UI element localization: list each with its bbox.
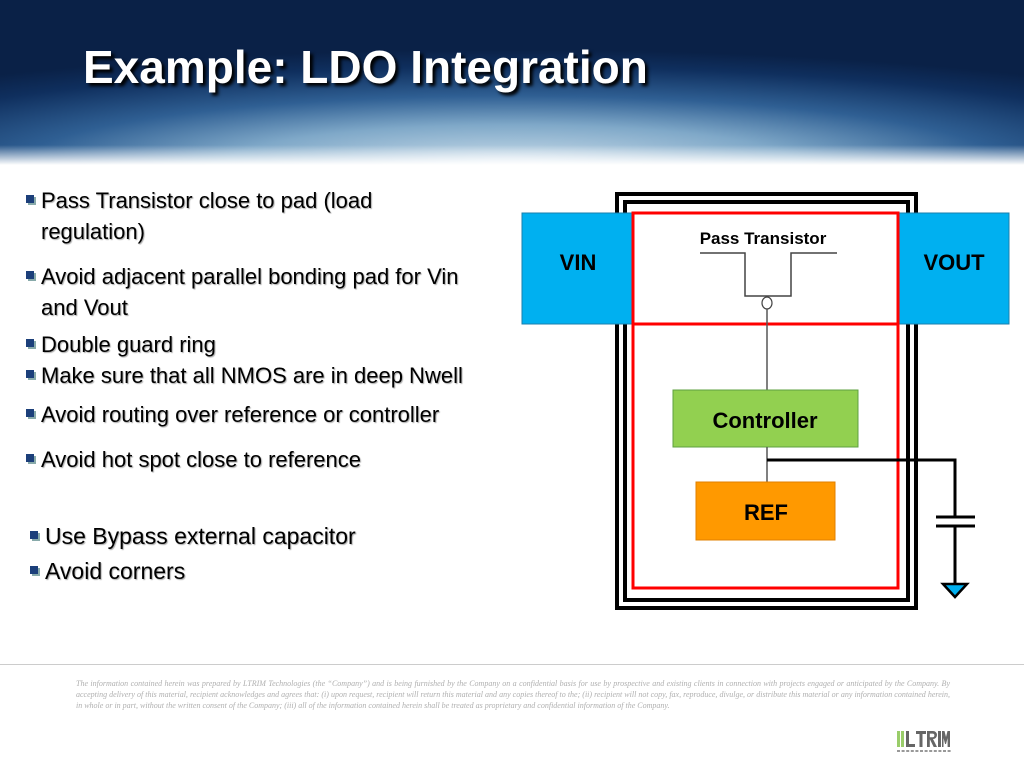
ref-label: REF	[744, 500, 788, 525]
vin-pad	[521, 212, 634, 325]
bullet-item: Avoid hot spot close to reference	[26, 444, 516, 475]
pass-transistor-label: Pass Transistor	[700, 229, 827, 248]
slide-title: Example: LDO Integration	[83, 41, 648, 93]
bullet-item: Avoid adjacent parallel bonding pad for …	[26, 261, 476, 323]
vin-label: VIN	[560, 250, 597, 275]
ground-icon	[940, 582, 970, 599]
bullet-square-icon	[30, 566, 38, 574]
bullet-item: Avoid corners	[30, 556, 516, 587]
outer-guard-ring	[615, 192, 918, 610]
bullet-square-icon	[26, 271, 34, 279]
bullet-square-icon	[26, 370, 34, 378]
transistor-symbol	[700, 252, 837, 297]
ref-block	[695, 481, 836, 541]
footer-divider	[0, 664, 1024, 665]
controller-label: Controller	[712, 408, 818, 433]
bullet-item: Make sure that all NMOS are in deep Nwel…	[26, 360, 476, 391]
core-region	[631, 211, 900, 590]
bullet-list: Pass Transistor close to pad (load regul…	[26, 185, 516, 587]
bullet-item: Use Bypass external capacitor	[30, 521, 516, 552]
confidentiality-disclaimer: The information contained herein was pre…	[76, 679, 950, 710]
inner-guard-ring	[623, 200, 910, 602]
title-banner	[0, 0, 1024, 165]
controller-block	[672, 389, 859, 448]
bullet-square-icon	[30, 531, 38, 539]
bullet-item: Double guard ring	[26, 329, 516, 360]
bullet-item: Avoid routing over reference or controll…	[26, 399, 516, 430]
bullet-square-icon	[26, 195, 34, 203]
bullet-square-icon	[26, 409, 34, 417]
bullet-square-icon	[26, 339, 34, 347]
bullet-item: Pass Transistor close to pad (load regul…	[26, 185, 446, 247]
vout-label: VOUT	[923, 250, 985, 275]
transistor-gate-bubble	[761, 296, 773, 310]
bullet-square-icon	[26, 454, 34, 462]
ltrim-logo	[897, 731, 951, 752]
bypass-wire	[767, 458, 957, 517]
